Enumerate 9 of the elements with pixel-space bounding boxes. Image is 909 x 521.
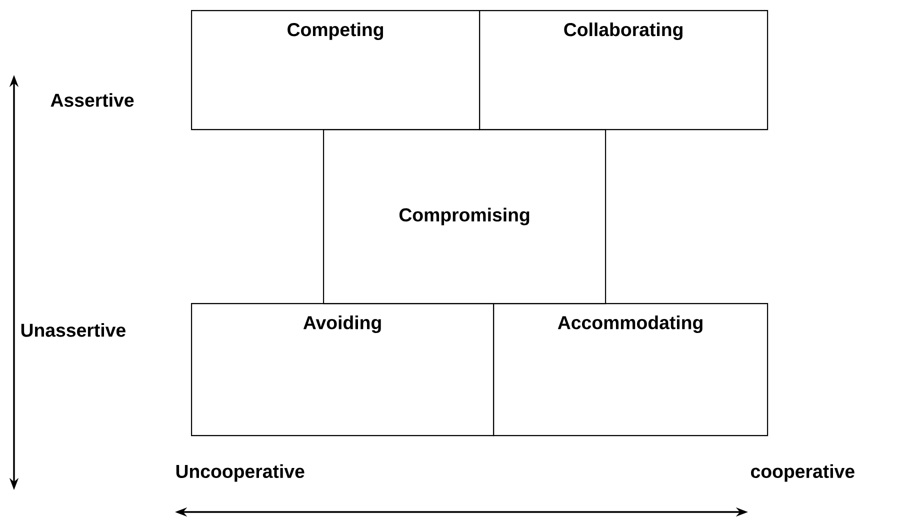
style-box: Compromising	[323, 129, 606, 304]
axis-label: Uncooperative	[176, 464, 304, 482]
style-box: Avoiding	[191, 303, 494, 436]
axis-label: Unassertive	[21, 323, 126, 337]
style-box: Collaborating	[479, 10, 768, 130]
style-box: Accommodating	[493, 303, 768, 436]
axis-label: cooperative	[751, 464, 854, 482]
style-box: Competing	[191, 10, 480, 130]
axis-label: Assertive	[50, 93, 134, 107]
